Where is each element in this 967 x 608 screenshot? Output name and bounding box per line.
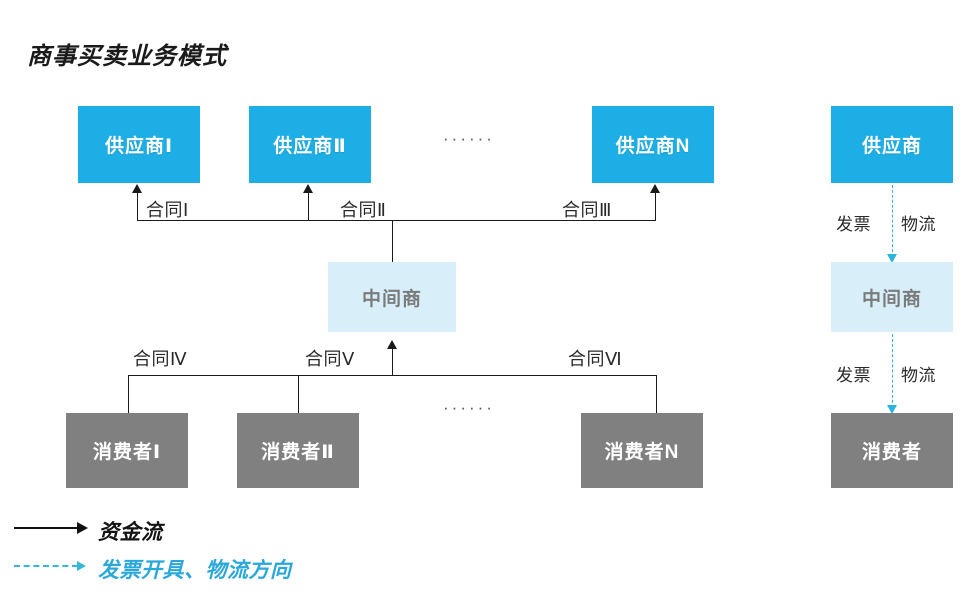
supplier-box-n[interactable]: 供应商N [592,106,714,183]
contract-label-2: 合同Ⅱ [340,200,387,220]
contract-label-6: 合同Ⅵ [568,349,623,369]
right-consumer-label: 消费者 [861,442,922,463]
right-consumer-box[interactable]: 消费者 [831,413,953,488]
upper-arrow-2-icon [303,184,313,193]
upper-arrow-3-icon [650,184,660,193]
consumer-box-2[interactable]: 消费者Ⅱ [237,413,359,488]
upper-arrow-1-icon [132,184,142,193]
right-flow-bottom-logistics-label: 物流 [901,366,936,385]
middleman-lower-stem [392,348,393,376]
supplier-box-n-label: 供应商N [615,136,691,157]
legend-money-flow-label: 资金流 [98,521,163,544]
upper-stem-2 [308,192,309,221]
supplier-ellipsis: ······ [443,129,495,148]
contract-label-1: 合同Ⅰ [146,200,189,220]
consumer-box-n[interactable]: 消费者N [581,413,703,488]
upper-stem-1 [137,192,138,221]
middleman-box[interactable]: 中间商 [328,262,456,332]
consumer-box-1[interactable]: 消费者Ⅰ [66,413,188,488]
consumer-box-n-label: 消费者N [604,442,680,463]
right-flow-line-top [892,185,893,257]
right-middleman-box[interactable]: 中间商 [831,262,953,332]
lower-stem-1 [128,375,129,413]
upper-bus-line [137,220,655,221]
supplier-box-2-label: 供应商Ⅱ [273,136,347,157]
right-flow-top-invoice-label: 发票 [836,215,871,234]
contract-label-4: 合同Ⅳ [133,349,188,369]
right-flow-bottom-invoice-label: 发票 [836,366,871,385]
legend-money-flow-arrow-icon [77,522,88,534]
contract-label-3: 合同Ⅲ [562,200,612,220]
middleman-box-label: 中间商 [361,288,422,310]
legend-invoice-flow-label: 发票开具、物流方向 [98,559,292,582]
upper-stem-3 [655,192,656,221]
right-supplier-label: 供应商 [861,136,922,157]
legend-invoice-flow-arrow-icon [77,561,86,571]
consumer-ellipsis: ······ [443,398,495,417]
middleman-lower-arrow-icon [387,340,397,349]
consumer-box-1-label: 消费者Ⅰ [92,442,162,463]
right-flow-top-logistics-label: 物流 [901,215,936,234]
lower-stem-3 [656,375,657,413]
right-supplier-box[interactable]: 供应商 [831,106,953,183]
contract-label-5: 合同Ⅴ [305,349,355,369]
right-flow-line-bottom [892,334,893,408]
legend-invoice-flow-line [14,565,78,567]
supplier-box-2[interactable]: 供应商Ⅱ [249,106,371,183]
legend-money-flow-line [14,527,78,529]
right-middleman-label: 中间商 [861,288,922,310]
page-title: 商事买卖业务模式 [27,43,227,70]
lower-bus-line [128,375,656,376]
lower-stem-2 [298,375,299,413]
consumer-box-2-label: 消费者Ⅱ [261,442,335,463]
middleman-upper-stem [392,220,393,262]
right-flow-arrow-bottom-icon [887,405,897,414]
supplier-box-1[interactable]: 供应商Ⅰ [78,106,200,183]
supplier-box-1-label: 供应商Ⅰ [104,136,174,157]
right-flow-arrow-top-icon [887,254,897,263]
